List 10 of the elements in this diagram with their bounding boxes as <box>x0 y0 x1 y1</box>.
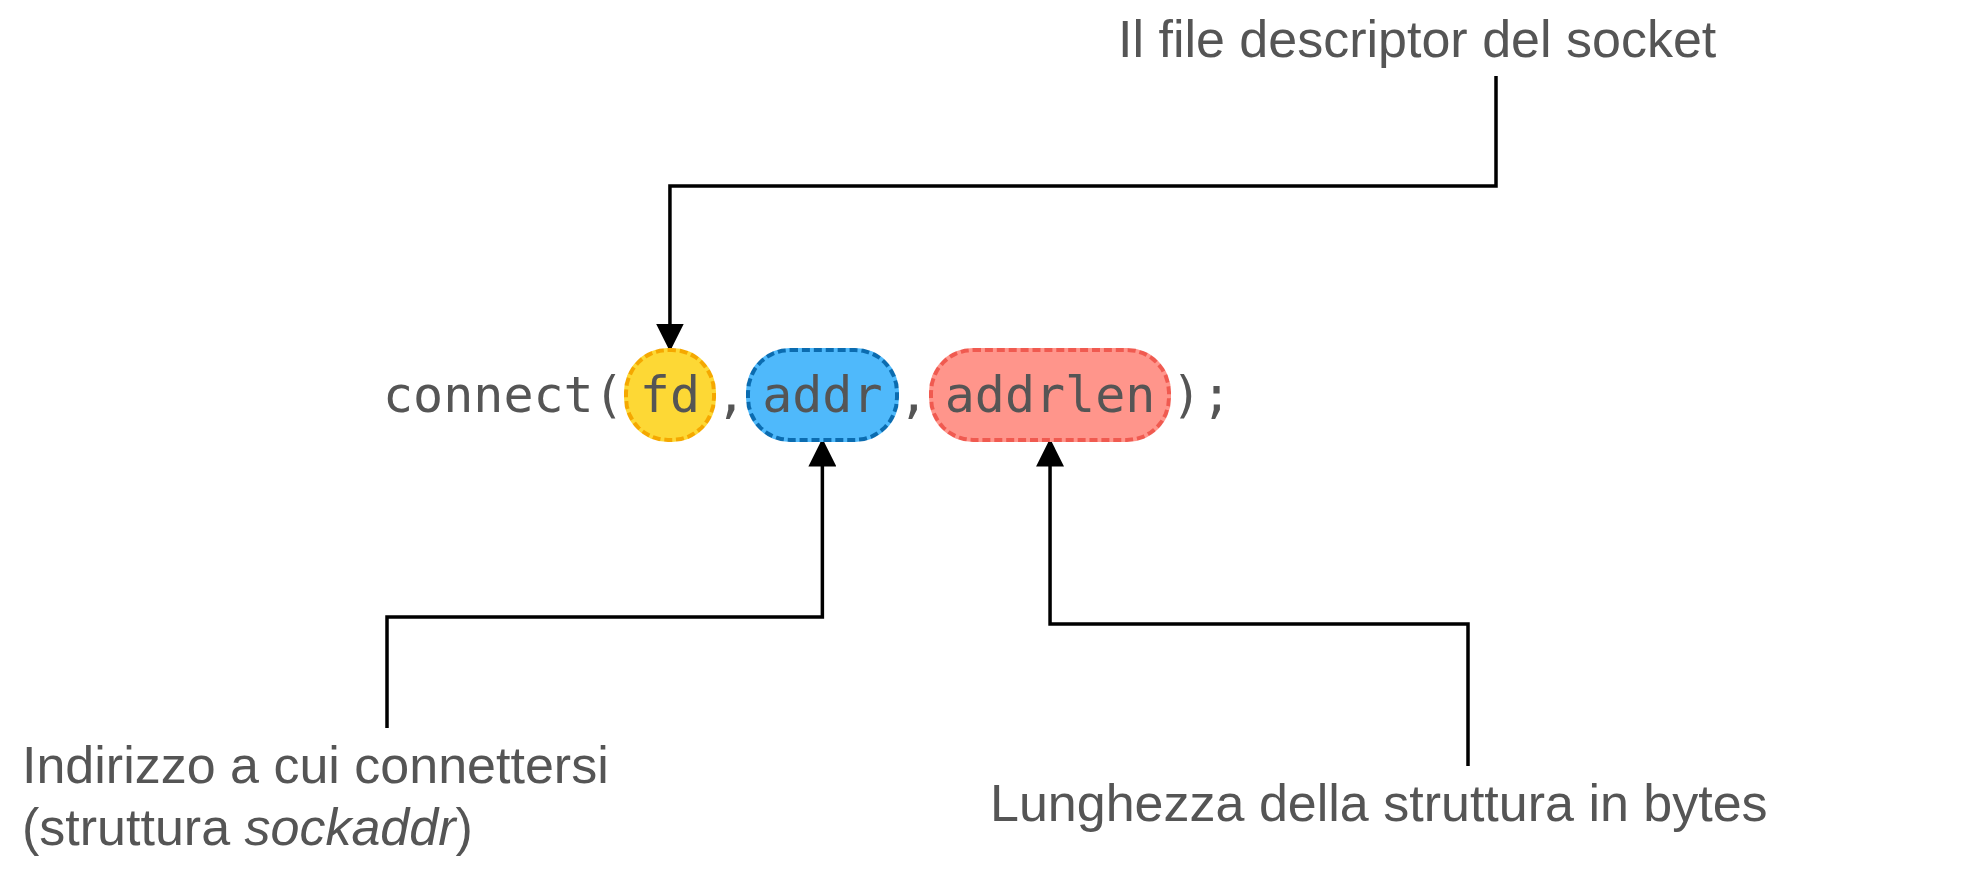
annotation-text: Lunghezza della struttura in bytes <box>990 772 1768 834</box>
highlighted-argument: addr <box>746 348 899 442</box>
highlighted-argument: fd <box>623 348 717 442</box>
code-text: , <box>716 367 747 423</box>
code-text: connect( <box>383 367 624 423</box>
highlighted-argument: addrlen <box>928 348 1172 442</box>
code-text: ); <box>1171 367 1232 423</box>
annotation-text: Il file descriptor del socket <box>1118 8 1717 70</box>
annotation-text: Indirizzo a cui connettersi (struttura sockaddr) <box>22 734 792 858</box>
code-text: , <box>898 367 929 423</box>
